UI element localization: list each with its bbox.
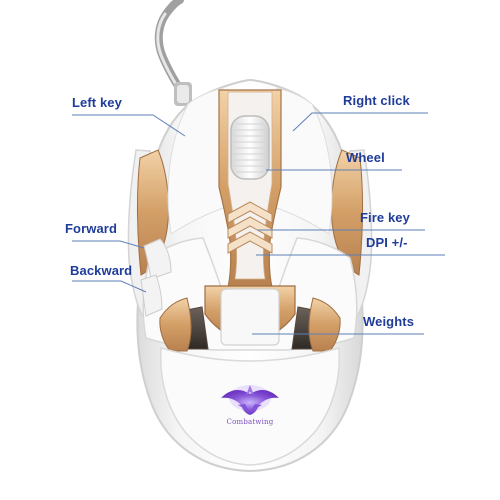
fire-key[interactable] — [227, 201, 273, 224]
brand-logo-text: Combatwing — [226, 418, 274, 426]
forward-label: Forward — [65, 221, 117, 236]
dpi-plus-button[interactable] — [227, 216, 273, 239]
dpi-minus-button[interactable] — [227, 231, 273, 254]
brand-logo — [221, 385, 279, 415]
weights-label: Weights — [363, 314, 415, 329]
right-click-label: Right click — [343, 93, 410, 108]
left-lower-gold — [159, 297, 192, 352]
wheel-label: Wheel — [346, 150, 385, 165]
left-key-label: Left key — [72, 95, 122, 110]
right-lower-gold — [308, 297, 341, 352]
forward-button[interactable] — [143, 238, 172, 280]
scroll-wheel-texture — [234, 123, 266, 173]
dpi-label: DPI +/- — [366, 235, 408, 250]
fire-key-label: Fire key — [360, 210, 410, 225]
weight-compartment[interactable] — [220, 288, 280, 346]
backward-label: Backward — [70, 263, 133, 278]
